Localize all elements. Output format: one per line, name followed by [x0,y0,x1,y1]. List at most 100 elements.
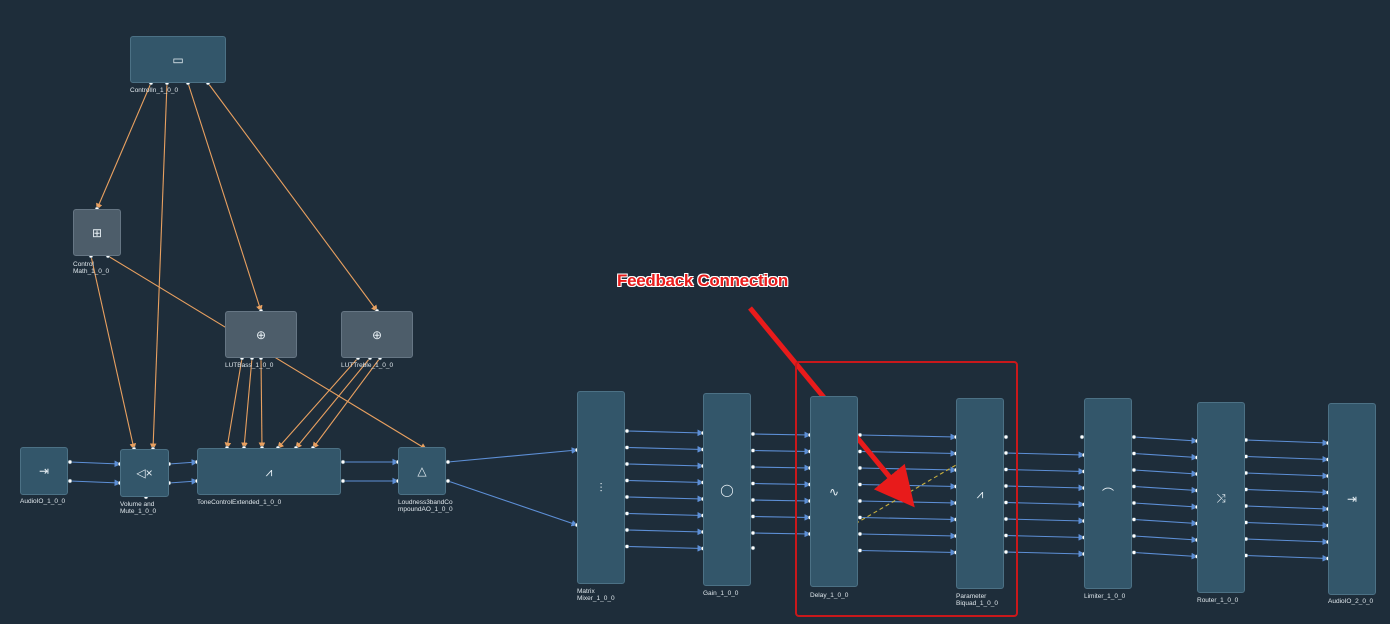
audio-wire [752,431,812,439]
port[interactable] [624,461,630,467]
port[interactable] [1003,533,1009,538]
control-wire [187,82,263,313]
port[interactable] [624,478,630,483]
volume-node[interactable]: ◁× [120,449,169,497]
biquad-node[interactable]: ⩘ [956,398,1004,589]
port[interactable] [340,459,346,465]
router-icon: ⤨ [1216,490,1226,505]
audio-wire [1005,501,1086,508]
presentation-icon: ▭ [172,52,184,67]
port[interactable] [1003,549,1009,555]
port[interactable] [1003,483,1009,489]
audio-wire [1245,505,1330,513]
router-node[interactable]: ⤨ [1197,402,1245,593]
loudness-node[interactable]: △ [398,447,446,495]
port[interactable] [750,448,756,453]
limiter-node[interactable]: ⌒ [1084,398,1132,589]
control-wire [224,357,243,450]
tonecontrol-node[interactable]: ⩘ [197,448,341,495]
luttreble-node[interactable]: ⊕ [341,311,413,358]
port[interactable] [750,431,756,437]
port[interactable] [857,465,863,471]
biquad-label: Parameter Biquad_1_0_0 [956,593,998,607]
port[interactable] [1003,434,1009,440]
port[interactable] [1003,467,1009,472]
port[interactable] [67,478,73,484]
port[interactable] [857,515,863,520]
port[interactable] [750,530,756,536]
volume-label: Volume and Mute_1_0_0 [120,501,157,515]
audio-wire [1005,484,1086,492]
audio-wire [1005,550,1086,558]
port[interactable] [1003,450,1009,456]
audio-wire [1245,521,1330,529]
matrix-node[interactable]: ⫶ [577,391,625,584]
feedback-annotation: Feedback Connection [617,271,788,290]
port[interactable] [1003,500,1009,505]
port[interactable] [1131,533,1137,539]
lutbass-node[interactable]: ⊕ [225,311,297,358]
limiter-label: Limiter_1_0_0 [1084,593,1126,600]
audio-wire [1133,436,1199,444]
control-wire [258,357,266,450]
port[interactable] [1131,500,1137,506]
port[interactable] [750,464,756,470]
audio-wire [859,516,958,523]
port[interactable] [857,548,863,553]
controlin-node[interactable]: ▭ [130,36,226,83]
port[interactable] [857,531,863,537]
port[interactable] [445,459,451,465]
audio-wire [1005,451,1086,459]
port[interactable] [1131,467,1137,473]
port[interactable] [624,494,630,500]
matrix-label: Matrix Mixer_1_0_0 [577,588,615,602]
port[interactable] [750,514,756,519]
sliders-icon: ⫶ [599,480,603,495]
port[interactable] [857,498,863,504]
port[interactable] [445,478,451,484]
audio-wire [626,512,705,519]
audioio2-node[interactable]: ⇥ [1328,403,1376,595]
port[interactable] [750,545,756,551]
biquad-icon: ⩘ [976,486,984,501]
shapes-icon: △ [417,464,427,478]
port[interactable] [340,478,346,484]
audio-wire [1245,554,1330,562]
audio-wire [1245,455,1330,463]
port[interactable] [1131,484,1137,489]
port[interactable] [857,482,863,487]
port[interactable] [624,428,630,434]
gain-label: Gain_1_0_0 [703,590,739,597]
port[interactable] [1131,550,1137,555]
audio-wire [1005,468,1086,475]
gain-node[interactable]: ◯ [703,393,751,586]
delay-node[interactable]: ∿ [810,396,858,587]
control-wire [312,357,381,449]
port[interactable] [624,511,630,516]
lookup-icon: ⊕ [371,327,383,342]
controlmath-node[interactable]: ⊞ [73,209,121,256]
port[interactable] [1131,451,1137,456]
port[interactable] [624,445,630,450]
audioio1-label: AudioIO_1_0_0 [20,498,66,505]
port[interactable] [624,527,630,533]
port[interactable] [1003,516,1009,522]
audio-wire [626,495,705,503]
port[interactable] [67,459,73,465]
port[interactable] [624,544,630,549]
audio-wire [626,429,705,437]
port[interactable] [1131,517,1137,522]
port[interactable] [750,497,756,503]
audio-wire [1245,439,1330,447]
port[interactable] [857,449,863,454]
audio-wire [752,448,812,455]
control-wire [207,82,378,312]
audio-wire [447,447,579,463]
audio-wire [168,459,199,466]
control-wire [277,357,359,449]
controlin-label: ControlIn_1_0_0 [130,87,179,94]
audio-wire [1133,469,1199,477]
audioio1-node[interactable]: ⇥ [20,447,68,495]
port[interactable] [1131,434,1137,440]
port[interactable] [750,481,756,486]
